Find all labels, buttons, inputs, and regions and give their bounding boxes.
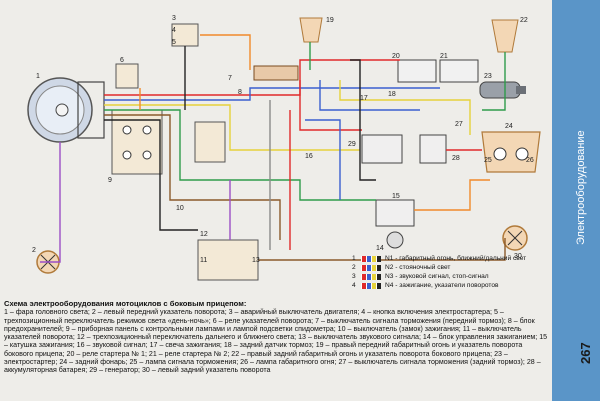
legend-swatch: [361, 255, 381, 262]
starter-motor: [479, 81, 526, 99]
label-6: 6: [120, 57, 124, 64]
legend-number: 2: [352, 264, 356, 271]
label-22: 22: [520, 17, 528, 24]
legend-row: 3 N3 - звуковой сигнал, стоп-сигнал: [352, 272, 526, 281]
label-10: 10: [176, 205, 184, 212]
section-title: Электрооборудование: [575, 130, 587, 245]
label-7: 7: [228, 75, 232, 82]
section-sidebar: [552, 0, 600, 401]
wire-legend: 1 N1 - габаритный огонь, ближний/дальний…: [352, 254, 526, 290]
legend-row: 1 N1 - габаритный огонь, ближний/дальний…: [352, 254, 526, 263]
label-4: 4: [172, 27, 176, 34]
wiring-diagram: 1 2 3 4 5 6 7 8 9 10 11 12 13 14 15 16 1…: [27, 15, 541, 281]
legend-text: N3 - звуковой сигнал, стоп-сигнал: [385, 273, 489, 280]
caption-heading: Схема электрооборудования мотоциклов с б…: [4, 299, 247, 308]
label-25: 25: [484, 157, 492, 164]
turn-relay: [115, 63, 139, 89]
label-8: 8: [238, 89, 242, 96]
label-11: 11: [200, 257, 207, 264]
battery: [419, 134, 447, 164]
label-24: 24: [505, 123, 513, 130]
page-number: 267: [578, 342, 593, 364]
handlebar-switches: [197, 239, 259, 281]
label-29: 29: [348, 141, 356, 148]
tail-light: [481, 131, 541, 173]
figure-caption: Схема электрооборудования мотоциклов с б…: [4, 299, 550, 375]
label-18: 18: [388, 91, 396, 98]
legend-swatch: [361, 264, 381, 271]
rear-left-indicator: [502, 225, 528, 251]
fuse-block: [253, 65, 299, 81]
label-21: 21: [440, 53, 448, 60]
legend-number: 1: [352, 255, 356, 262]
legend-swatch: [361, 273, 381, 280]
label-30: 30: [514, 253, 522, 260]
label-17: 17: [360, 95, 368, 102]
label-27: 27: [455, 121, 463, 128]
label-12: 12: [200, 231, 208, 238]
legend-number: 4: [352, 282, 356, 289]
legend-number: 3: [352, 273, 356, 280]
label-3: 3: [172, 15, 176, 22]
wires: [40, 34, 506, 263]
right-rear-indicator: [491, 19, 519, 53]
legend-text: N1 - габаритный огонь, ближний/дальний с…: [385, 255, 527, 262]
starter-relays: [397, 59, 479, 83]
legend-text: N4 - зажигание, указатели поворотов: [385, 282, 499, 289]
callout-labels: 1 2 3 4 5 6 7 8 9 10 11 12 13 14 15 16 1…: [32, 15, 534, 264]
legend-text: N2 - стояночный свет: [385, 264, 451, 271]
label-15: 15: [392, 193, 400, 200]
label-1: 1: [36, 73, 40, 80]
headlight: [27, 77, 105, 143]
label-28: 28: [452, 155, 460, 162]
label-5: 5: [172, 39, 176, 46]
ignition-lock: [194, 121, 226, 163]
label-9: 9: [108, 177, 112, 184]
label-19: 19: [326, 17, 334, 24]
label-26: 26: [526, 157, 534, 164]
legend-row: 4 N4 - зажигание, указатели поворотов: [352, 281, 526, 290]
label-20: 20: [392, 53, 400, 60]
generator: [361, 134, 403, 164]
legend-row: 2 N2 - стояночный свет: [352, 263, 526, 272]
label-14: 14: [376, 245, 384, 252]
right-front-indicator: [299, 17, 323, 43]
label-16: 16: [305, 153, 313, 160]
label-23: 23: [484, 73, 492, 80]
caption-body: 1 – фара головного света; 2 – левый пере…: [4, 308, 548, 375]
label-13: 13: [252, 257, 260, 264]
ignition-coil: [375, 199, 415, 249]
legend-swatch: [361, 282, 381, 289]
label-2: 2: [32, 247, 36, 254]
